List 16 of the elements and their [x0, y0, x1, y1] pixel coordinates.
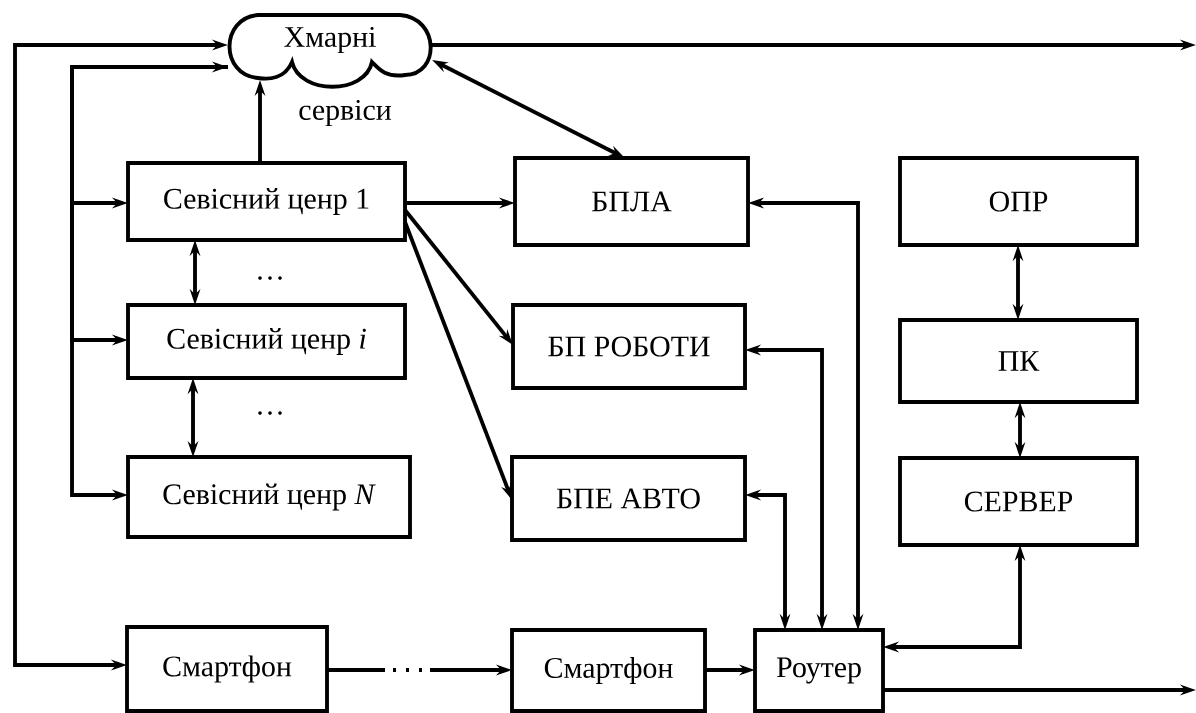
router-box: Роутер	[753, 628, 885, 713]
process-box: ОПР	[898, 156, 1139, 247]
cloud-caption: сервіси	[299, 99, 392, 127]
process-box: СЕРВЕР	[898, 456, 1139, 547]
process-box: Севісний ценр N	[126, 455, 412, 539]
process-box: Севісний ценр i	[126, 303, 407, 380]
cloud: Хмарні	[227, 13, 433, 89]
process-box: БПЛА	[513, 156, 750, 247]
process-box: ПК	[898, 318, 1139, 404]
process-box: БП РОБОТИ	[511, 303, 747, 390]
process-box: БПЕ АВТО	[510, 455, 747, 542]
ellipsis-label: …	[258, 411, 282, 415]
process-box: Смартфон	[510, 628, 707, 713]
process-box: Смартфон	[125, 625, 329, 713]
process-box: Севісний ценр 1	[126, 161, 407, 242]
ellipsis-label: …	[258, 276, 282, 280]
